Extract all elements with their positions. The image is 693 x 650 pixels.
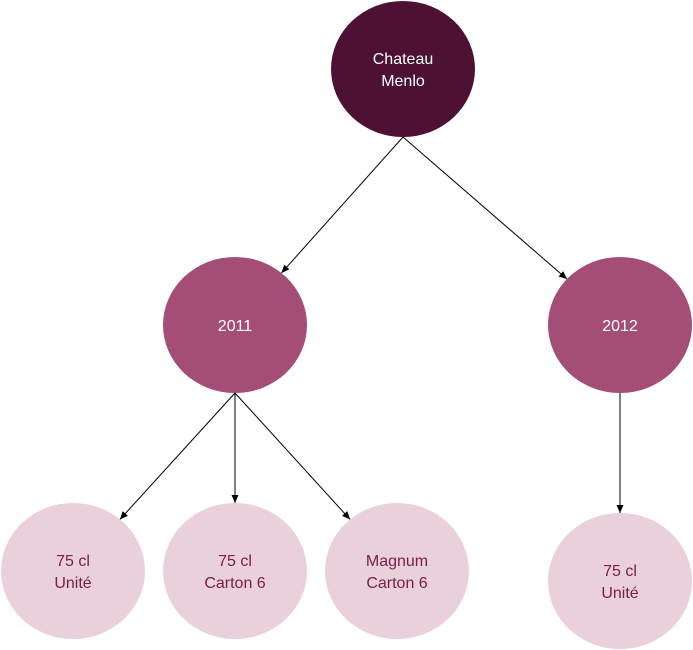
year-node-2011: 2011: [163, 257, 307, 393]
leaf-node-2011-75cl-carton6-label-line-1: 75 cl: [218, 553, 252, 570]
arrowhead-y2011-to-leaf_2011_carton: [231, 495, 239, 503]
arrowhead-y2011-to-leaf_2011_unite: [119, 511, 128, 520]
edge-y2011-to-leaf_2011_unite: [119, 392, 236, 520]
edge-y2011-to-leaf_2011_magnum: [234, 392, 351, 520]
arrowhead-root-to-y2012: [558, 271, 567, 280]
leaf-node-2011-75cl-unite-label-line-1: 75 cl: [56, 553, 90, 570]
year-node-2012-label-line-1: 2012: [602, 318, 638, 335]
year-node-2011-ellipse: [163, 257, 307, 393]
leaf-node-2012-75cl-unite-label-line-1: 75 cl: [603, 563, 637, 580]
leaf-node-2011-75cl-unite-ellipse: [1, 503, 145, 639]
root-node-chateau-menlo-ellipse: [331, 1, 475, 137]
year-node-2012-ellipse: [548, 257, 692, 393]
leaf-node-2011-75cl-carton6-ellipse: [163, 503, 307, 639]
arrowhead-root-to-y2011: [281, 264, 290, 274]
leaf-node-2011-75cl-unite: 75 cl Unité: [1, 503, 145, 639]
leaf-node-2011-75cl-carton6: 75 cl Carton 6: [163, 503, 307, 639]
edges-layer: [119, 136, 624, 520]
year-node-2012: 2012: [548, 257, 692, 393]
leaf-node-2011-75cl-carton6-label-line-2: Carton 6: [204, 575, 265, 592]
arrowhead-y2012-to-leaf_2012_unite: [616, 505, 624, 513]
arrowhead-y2011-to-leaf_2011_magnum: [342, 511, 351, 520]
leaf-node-2012-75cl-unite: 75 cl Unité: [548, 513, 692, 649]
edge-root-to-y2011: [281, 136, 404, 274]
leaf-node-2012-75cl-unite-label-line-2: Unité: [601, 585, 638, 602]
root-node-chateau-menlo-label-line-2: Menlo: [381, 73, 425, 90]
leaf-node-2011-magnum-carton6-ellipse: [325, 503, 469, 639]
leaf-node-2011-magnum-carton6-label-line-2: Carton 6: [366, 575, 427, 592]
year-node-2011-label-line-1: 2011: [218, 318, 253, 335]
edge-root-to-y2012: [402, 136, 568, 280]
leaf-node-2011-75cl-unite-label-line-2: Unité: [54, 575, 91, 592]
leaf-node-2011-magnum-carton6-label-line-1: Magnum: [366, 553, 428, 570]
leaf-node-2012-75cl-unite-ellipse: [548, 513, 692, 649]
root-node-chateau-menlo-label-line-1: Chateau: [373, 51, 434, 68]
